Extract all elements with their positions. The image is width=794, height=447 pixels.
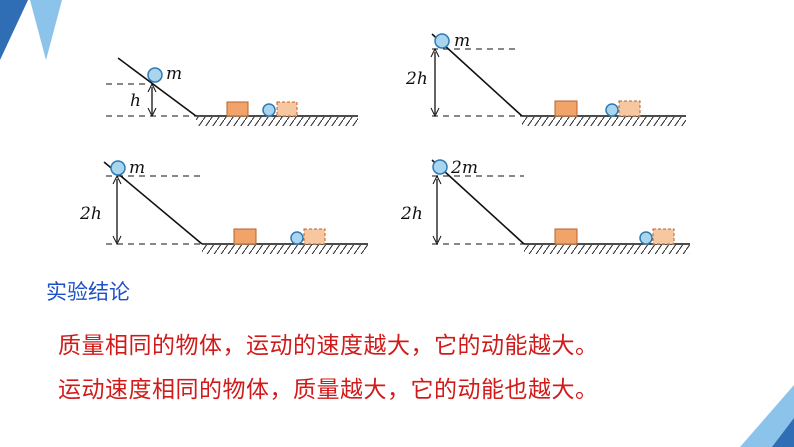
block: [554, 100, 578, 117]
corner-triangle-light: [30, 0, 62, 60]
mass-label: m: [129, 158, 145, 178]
mass-label: m: [166, 64, 182, 84]
block: [233, 228, 257, 245]
height-label: 2h: [405, 69, 428, 89]
block-final-dashed: [303, 228, 326, 245]
ball-final: [262, 103, 276, 117]
block-final-dashed: [276, 101, 298, 117]
ball: [432, 159, 448, 175]
height-label: h: [130, 91, 141, 111]
ball-final: [605, 103, 619, 117]
conclusion-line-mass: 运动速度相同的物体，质量越大，它的动能也越大。: [58, 377, 599, 403]
conclusion-title: 实验结论: [46, 280, 130, 304]
block: [226, 101, 249, 117]
block-final-dashed: [618, 100, 641, 117]
corner-decoration-top-left: [0, 0, 62, 60]
diagram-3: m 2h: [79, 158, 368, 254]
block: [554, 228, 578, 245]
diagram-4: 2m 2h: [400, 158, 690, 254]
block-final-dashed: [652, 228, 675, 245]
corner-decoration-bottom-right: [740, 385, 794, 447]
ball: [434, 33, 450, 49]
conclusion-line-speed: 质量相同的物体，运动的速度越大，它的动能越大。: [58, 333, 599, 359]
corner-triangle-dark: [772, 418, 794, 447]
corner-triangle-light: [740, 385, 794, 447]
mass-label: m: [454, 31, 470, 51]
ball: [147, 67, 163, 83]
corner-triangle-dark: [0, 0, 28, 60]
ball-final: [290, 231, 304, 245]
ball-final: [639, 231, 653, 245]
diagram-2: m 2h: [405, 31, 686, 126]
height-label: 2h: [79, 204, 102, 224]
ball: [110, 160, 126, 176]
diagram-1: m h: [106, 57, 358, 126]
height-label: 2h: [400, 204, 423, 224]
mass-label: 2m: [450, 158, 478, 178]
